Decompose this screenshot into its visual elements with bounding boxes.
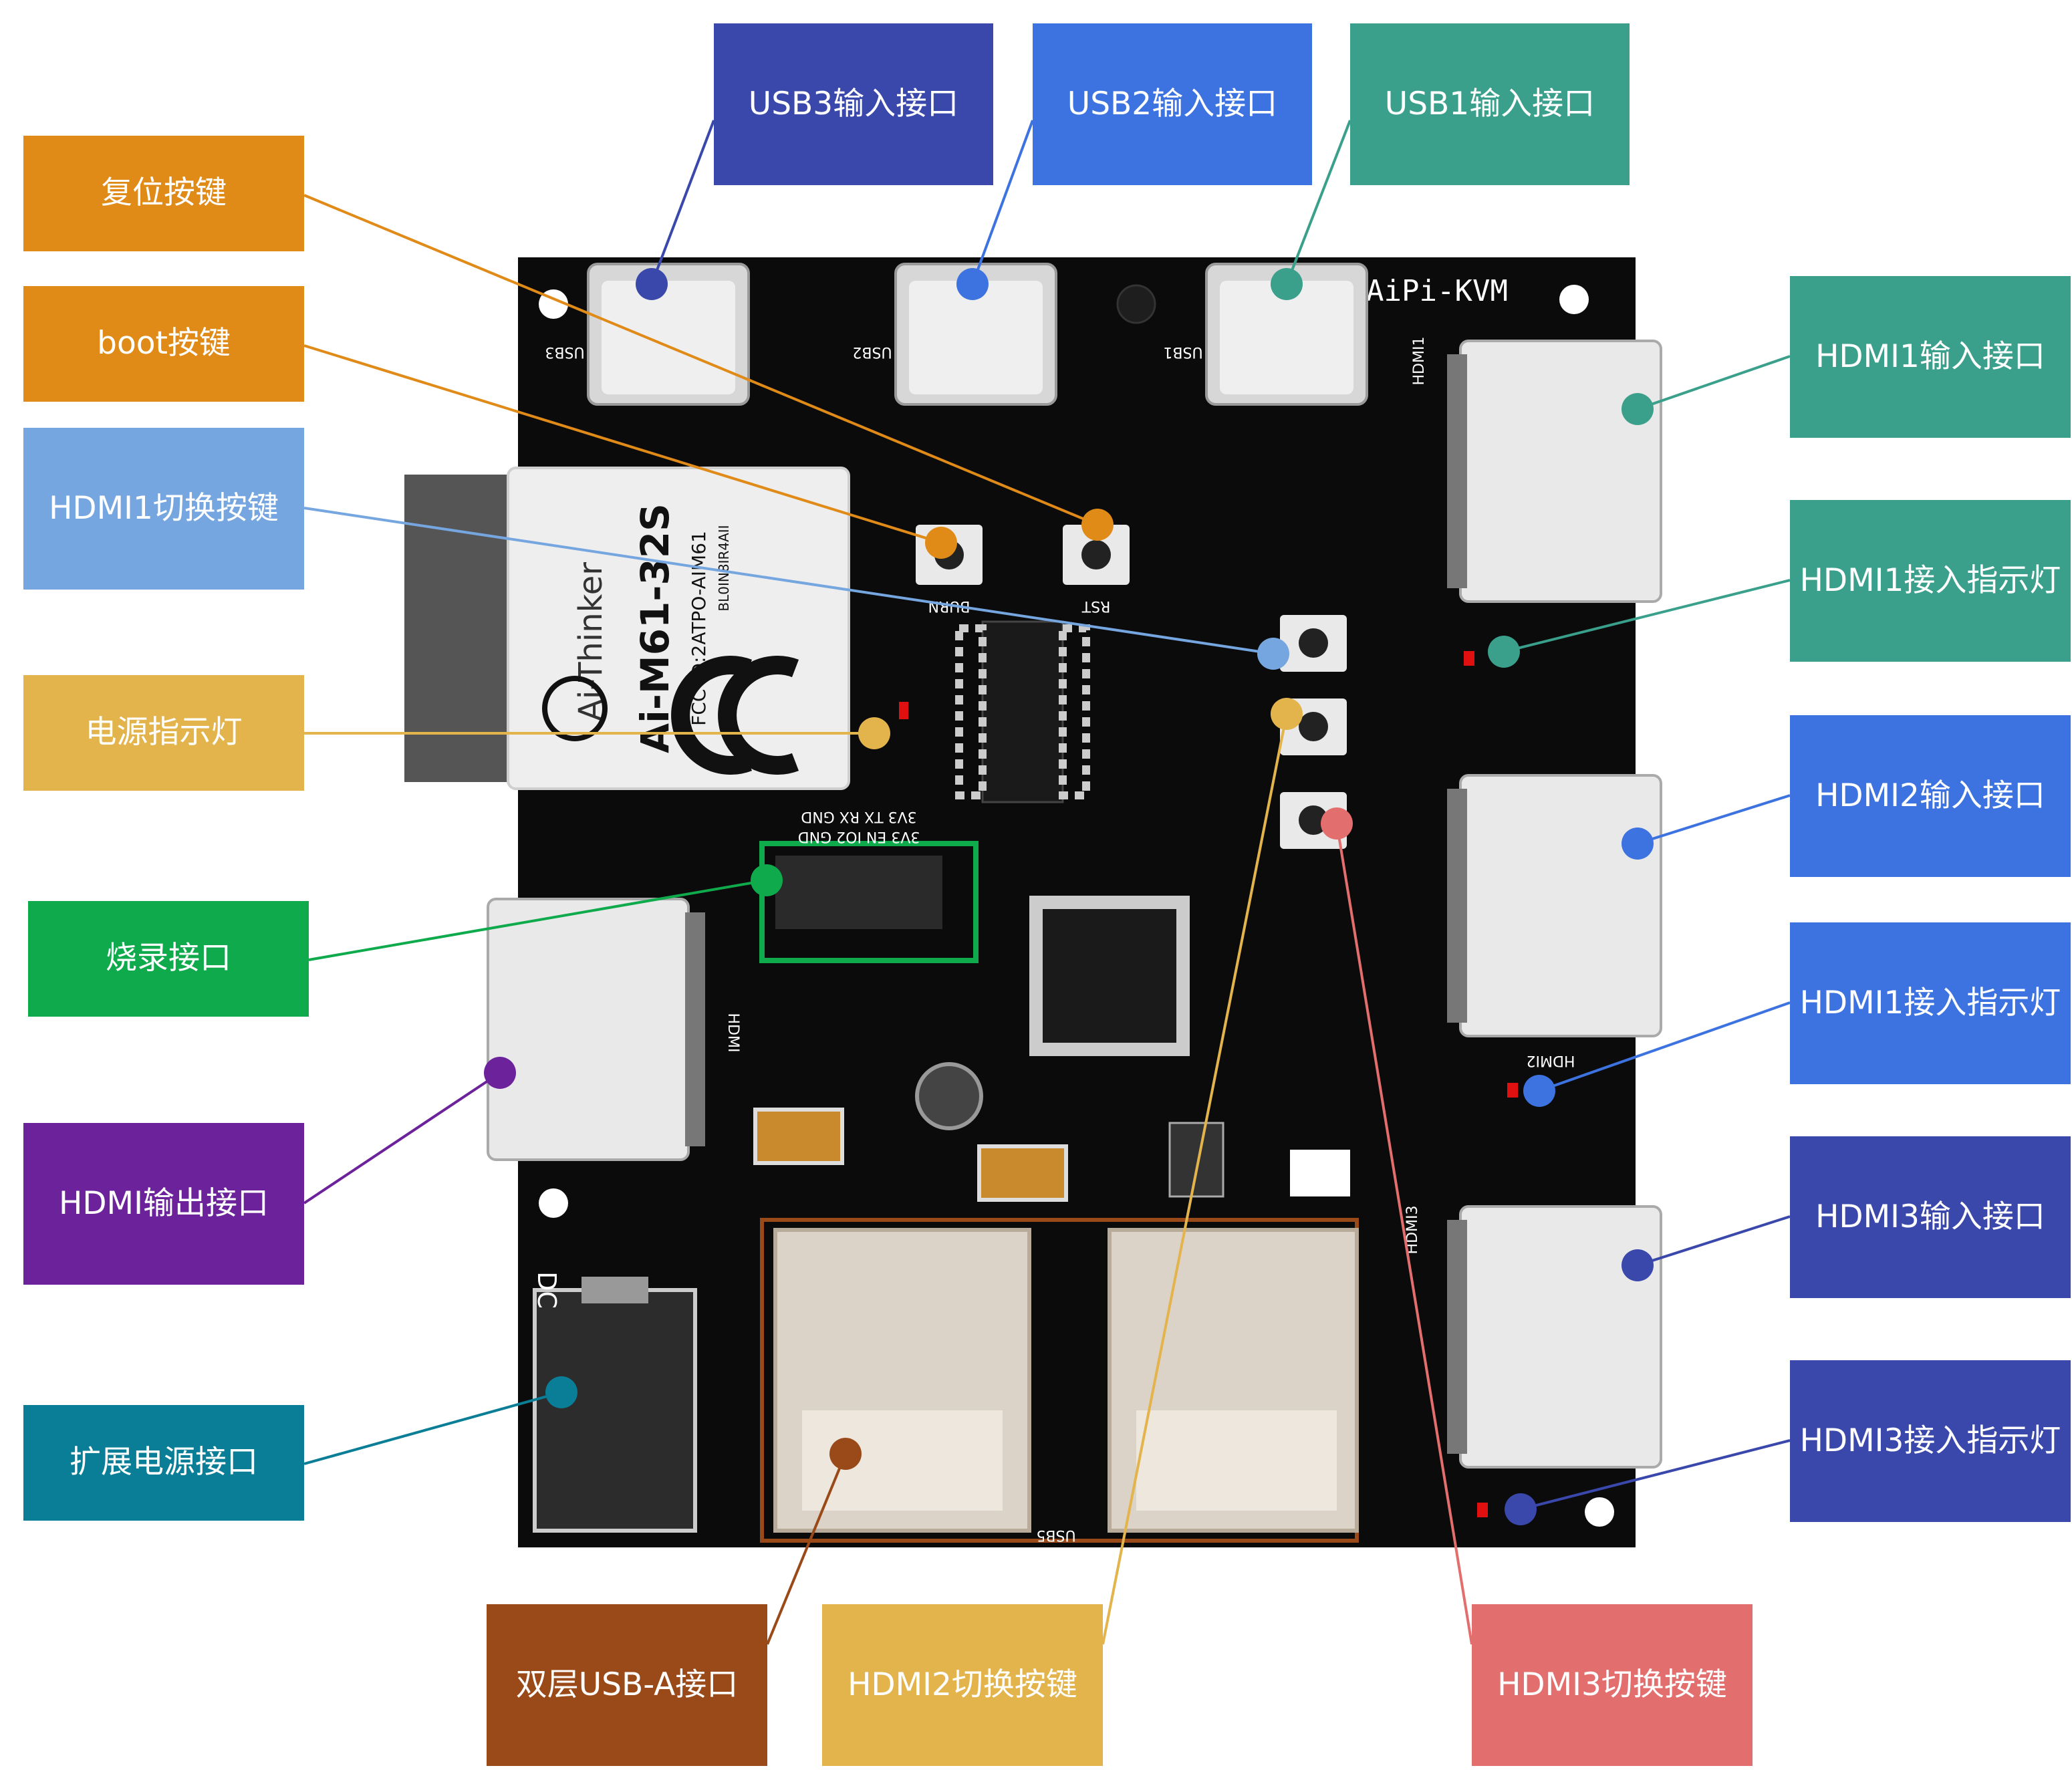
svg-text:HDMI: HDMI bbox=[725, 1013, 741, 1053]
svg-text:HDMI3: HDMI3 bbox=[1404, 1206, 1421, 1255]
svg-text:USB2: USB2 bbox=[852, 344, 892, 360]
svg-text:USB1: USB1 bbox=[1163, 344, 1202, 360]
svg-text:Ai-M61-32S: Ai-M61-32S bbox=[632, 503, 678, 753]
dc-jack: DC bbox=[532, 1271, 697, 1533]
u3-qfp-chip bbox=[1029, 896, 1190, 1056]
callout-power-led[interactable]: 电源指示灯 bbox=[23, 675, 304, 791]
svg-text:BURN: BURN bbox=[928, 598, 970, 614]
svg-text:3V3 TX RX GND: 3V3 TX RX GND bbox=[801, 808, 916, 825]
hdmi1-input-connector: HDMI1 bbox=[1411, 337, 1662, 603]
usb1-port: USB1 bbox=[1163, 263, 1368, 406]
led1-part bbox=[1464, 651, 1474, 666]
svg-text:RST: RST bbox=[1081, 598, 1110, 614]
ai-m61-module: Ai-Thinker Ai-M61-32S FCC ID:2ATPO-AIM61… bbox=[404, 467, 850, 790]
callout-dual-usb-a[interactable]: 双层USB-A接口 bbox=[487, 1604, 767, 1766]
mounting-hole bbox=[539, 289, 568, 319]
callout-burn-port[interactable]: 烧录接口 bbox=[28, 901, 309, 1017]
capacitor-c21 bbox=[753, 1108, 844, 1165]
inductor-l1 bbox=[915, 1062, 983, 1130]
callout-boot-key[interactable]: boot按键 bbox=[23, 286, 304, 402]
mounting-hole bbox=[1559, 285, 1589, 314]
mounting-hole bbox=[1585, 1497, 1614, 1527]
callout-reset-key[interactable]: 复位按键 bbox=[23, 136, 304, 251]
svg-text:HDMI1: HDMI1 bbox=[1411, 337, 1428, 386]
mounting-hole-dark bbox=[1116, 284, 1156, 324]
svg-text:DC: DC bbox=[532, 1271, 561, 1309]
svg-text:3V3 EN IO2 GND: 3V3 EN IO2 GND bbox=[798, 828, 920, 845]
s5-button-part bbox=[1280, 792, 1347, 849]
svg-text:USB5: USB5 bbox=[1036, 1527, 1075, 1543]
mounting-hole bbox=[539, 1188, 568, 1218]
hdmi2-input-connector: HDMI2 bbox=[1447, 774, 1662, 1069]
capacitor-c22 bbox=[977, 1144, 1068, 1202]
s4-button-part bbox=[1280, 698, 1347, 755]
u6-ic bbox=[1168, 1122, 1224, 1198]
board-brand-text: AiPi-KVM bbox=[1366, 274, 1508, 308]
power-led-part bbox=[899, 702, 908, 719]
burn-header: 3V3 TX RX GND 3V3 EN IO2 GND bbox=[759, 808, 979, 963]
svg-text:BL0IN8IR4AII: BL0IN8IR4AII bbox=[716, 525, 732, 611]
svg-text:USB3: USB3 bbox=[545, 344, 584, 360]
led4-part bbox=[1477, 1503, 1488, 1517]
white-component bbox=[1290, 1150, 1350, 1196]
hdmi-output-connector: HDMI bbox=[487, 898, 741, 1161]
led3-part bbox=[1507, 1083, 1518, 1098]
svg-text:HDMI2: HDMI2 bbox=[1527, 1052, 1575, 1069]
callout-ext-power[interactable]: 扩展电源接口 bbox=[23, 1405, 304, 1521]
s3-button-part bbox=[1280, 615, 1347, 672]
